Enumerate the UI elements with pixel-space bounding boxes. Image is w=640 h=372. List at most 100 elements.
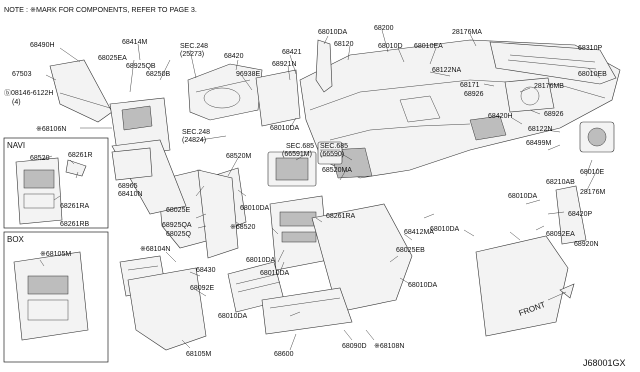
callout: 68122N: [528, 126, 553, 133]
callout: 68965: [118, 183, 138, 190]
side-vent-right: [579, 121, 615, 153]
cluster-lid-upper: [255, 69, 301, 127]
callout: 68261RA: [60, 203, 90, 210]
a-pillar-finisher: [315, 39, 333, 93]
center-vent: [317, 141, 343, 165]
callout: SEC.248: [182, 129, 210, 136]
callout: 68520: [30, 155, 50, 162]
callout: 68926: [464, 91, 484, 98]
side-trim-passenger: [555, 185, 587, 245]
lower-cover-driver: [127, 267, 207, 351]
callout: 68025EB: [396, 247, 425, 254]
callout: SEC.685: [286, 143, 314, 150]
callout: 68261RB: [60, 221, 90, 228]
callout: 68261RA: [326, 213, 356, 220]
callout: 28176MB: [534, 83, 564, 90]
callout: 68122NA: [432, 67, 462, 74]
box-label: BOX: [7, 235, 25, 244]
callout: 68025Q: [166, 231, 191, 238]
navi-label: NAVI: [7, 141, 25, 150]
callout: 68420: [224, 53, 244, 60]
callout: ※68104N: [140, 246, 170, 253]
callout: 68092E: [190, 285, 214, 292]
box-panel: [13, 251, 89, 341]
callout: 68520MA: [322, 167, 352, 174]
callout: 68210AB: [546, 179, 575, 186]
callout: SEC.248: [180, 43, 208, 50]
navi-bracket: [65, 159, 87, 177]
center-cluster-finisher: [197, 169, 239, 259]
callout: 28176MA: [452, 29, 482, 36]
callout: 68925QA: [162, 222, 192, 229]
callout: 68250B: [146, 71, 170, 78]
callout: 28176M: [580, 189, 605, 196]
callout: 68261R: [68, 152, 93, 159]
callout: 68010EA: [414, 43, 443, 50]
callout: ※68106N: [36, 126, 66, 133]
callout: 68412MA: [404, 229, 434, 236]
callout: 68120: [334, 41, 354, 48]
leader-lines: [39, 29, 601, 351]
callout: 67503: [12, 71, 32, 78]
callout: (4): [12, 99, 21, 106]
callout: 68025EA: [98, 55, 127, 62]
callout: 68430: [196, 267, 216, 274]
callout: 68420P: [568, 211, 592, 218]
callout: 68010DA: [260, 270, 290, 277]
callout: 68600: [274, 351, 294, 358]
glove-box-housing: [261, 287, 353, 335]
callout: 68090D: [342, 343, 367, 350]
fuse-box-lid: [111, 147, 153, 181]
callout: 68105M: [186, 351, 211, 358]
callout: 68010DA: [270, 125, 300, 132]
center-display-upper: [267, 151, 317, 187]
callout: ※68520: [230, 224, 255, 231]
callout: 68926: [544, 111, 564, 118]
callout: 68171: [460, 82, 480, 89]
callout: 68200: [374, 25, 394, 32]
lower-cover-passenger: [475, 235, 569, 337]
callout: 68920N: [574, 241, 599, 248]
callout: (25273): [180, 51, 204, 58]
callout-labels: 68490H 68414M 67503 ⓑ08146-6122H (4) ※68…: [4, 25, 607, 358]
callout: 68010DA: [508, 193, 538, 200]
callout: 68925QB: [126, 63, 156, 70]
callout: 96938E: [236, 71, 260, 78]
callout: 68499M: [526, 140, 551, 147]
callout: 68010DA: [408, 282, 438, 289]
callout: 68025E: [166, 207, 190, 214]
defroster-grille: [489, 41, 617, 85]
callout: 68520M: [226, 153, 251, 160]
callout: 68421: [282, 49, 302, 56]
callout: 68410N: [118, 191, 143, 198]
side-vent-left-cover: [504, 77, 555, 113]
callout: 68310P: [578, 45, 602, 52]
callout: 68010DA: [240, 205, 270, 212]
callout: 68420H: [488, 113, 513, 120]
callout: 68010DA: [430, 226, 460, 233]
box-section: [3, 231, 109, 363]
callout: 68092EA: [546, 231, 575, 238]
callout: 68010E: [580, 169, 604, 176]
callout: ※68105M: [40, 251, 71, 258]
navi-panel: [15, 157, 63, 225]
callout: SEC.685: [320, 143, 348, 150]
callout: ⓑ08146-6122H: [4, 89, 53, 97]
callout: 68010EB: [578, 71, 607, 78]
callout: 68490H: [30, 42, 55, 49]
side-panel-left: [49, 59, 113, 123]
callout: 68010DA: [246, 257, 276, 264]
diagram-code: J68001GX: [583, 358, 626, 368]
callout: 68010DA: [218, 313, 248, 320]
callout: (66591M): [282, 151, 312, 158]
callout: 68010DA: [318, 29, 348, 36]
callout: 68010D: [378, 43, 403, 50]
callout: 68921N: [272, 61, 297, 68]
callout: 68414M: [122, 39, 147, 46]
callout: (24824): [182, 137, 206, 144]
note-text: NOTE : ※MARK FOR COMPONENTS, REFER TO PA…: [4, 5, 197, 14]
callout: ※68108N: [374, 343, 404, 350]
navi-box: [3, 137, 109, 229]
